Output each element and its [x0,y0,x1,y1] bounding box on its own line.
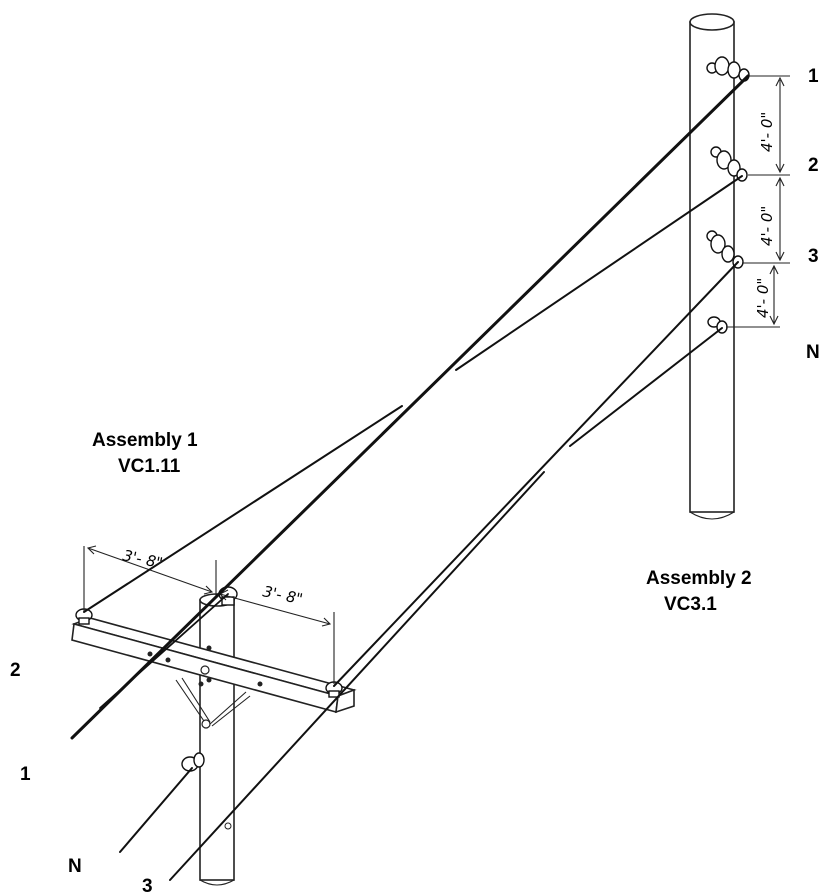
right-insulator-1 [706,56,750,82]
left-phase-label-2: 2 [10,660,21,681]
vertical-dimension-lines [726,75,790,328]
crossarm-insulator-left [75,608,93,625]
assembly-2-code: VC3.1 [664,594,717,615]
left-pole [199,593,235,886]
crossarm [71,617,357,714]
assembly-1-title: Assembly 1 [92,430,198,451]
right-pole [689,13,735,520]
crossarm-dimension-lines [83,545,335,684]
conductors [70,74,750,881]
right-phase-label-2: 2 [808,155,819,176]
right-phase-label-3: 3 [808,246,819,267]
spacing-label-2: 4'- 0" [758,206,776,246]
assembly-1-code: VC1.11 [118,456,181,477]
crossarm-spacing-right: 3'- 8" [261,582,304,608]
spacing-label-3: 4'- 0" [754,278,772,318]
assembly-2-title: Assembly 2 [646,568,752,589]
crossarm-insulator-right [325,681,343,698]
crossarm-spacing-left: 3'- 8" [121,546,164,572]
right-insulator-3 [706,230,744,269]
left-phase-label-1: 1 [20,764,31,785]
left-phase-label-n: N [68,856,82,877]
left-phase-label-3: 3 [142,876,153,896]
right-phase-label-n: N [806,342,820,363]
left-neutral-rack [181,752,205,772]
right-phase-label-1: 1 [808,66,819,87]
crossarm-braces [175,677,251,729]
spacing-label-1: 4'- 0" [758,112,776,152]
